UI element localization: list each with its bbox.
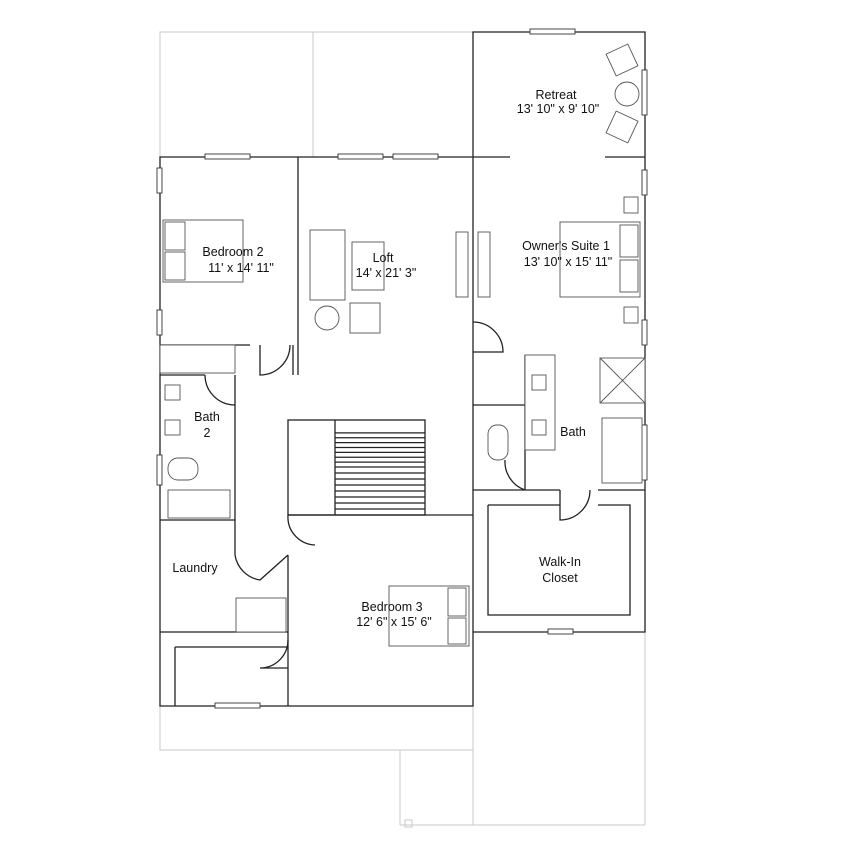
bath-label: Bath <box>560 425 586 439</box>
windows <box>156 28 648 709</box>
walkin-closet-label-2: Closet <box>542 571 578 585</box>
bedroom3-size: 12' 6" x 15' 6" <box>356 615 432 629</box>
loft-size: 14' x 21' 3" <box>356 266 417 280</box>
owners-suite-label: Owner's Suite 1 <box>522 239 610 253</box>
bedroom3-label: Bedroom 3 <box>361 600 422 614</box>
bedroom2-label: Bedroom 2 <box>202 245 263 259</box>
staircase <box>334 420 425 515</box>
retreat-size: 13' 10" x 9' 10" <box>517 102 599 116</box>
laundry-label: Laundry <box>172 561 218 575</box>
furniture <box>159 43 646 647</box>
room-labels: Retreat 13' 10" x 9' 10" Bedroom 2 11' x… <box>172 88 612 629</box>
bath2-label: Bath <box>194 410 220 424</box>
doors <box>204 321 591 669</box>
retreat-label: Retreat <box>536 88 578 102</box>
walkin-closet-label-1: Walk-In <box>539 555 581 569</box>
owners-suite-size: 13' 10" x 15' 11" <box>524 255 612 269</box>
loft-label: Loft <box>373 251 394 265</box>
bedroom2-size: 11' x 14' 11" <box>208 261 274 275</box>
bath2-number: 2 <box>204 426 211 440</box>
